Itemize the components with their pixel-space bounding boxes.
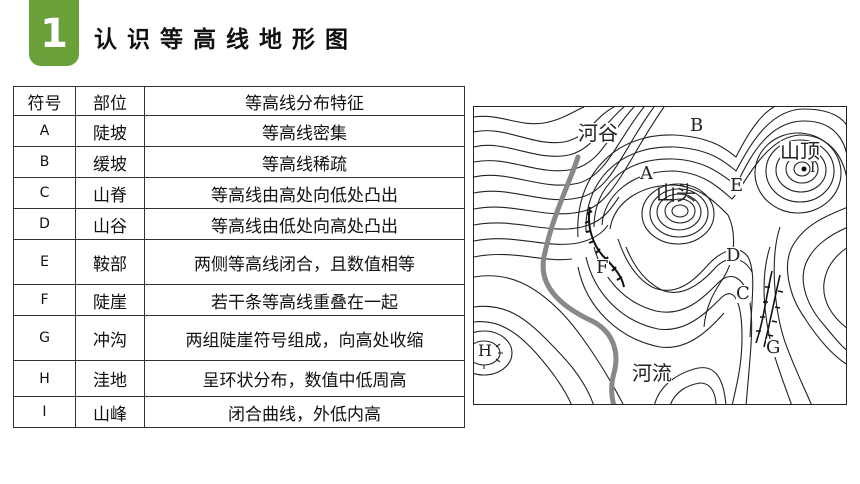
table-row: F 陡崖 若干条等高线重叠在一起 bbox=[13, 284, 465, 316]
row-part: 鞍部 bbox=[75, 239, 145, 285]
label-d: D bbox=[726, 245, 741, 266]
row-symbol: E bbox=[13, 239, 76, 285]
table-row: H 洼地 呈环状分布，数值中低周高 bbox=[13, 360, 465, 397]
header-part: 部位 bbox=[75, 86, 145, 116]
section-number: 1 bbox=[40, 11, 68, 57]
table-row: G 冲沟 两组陡崖符号组成，向高处收缩 bbox=[13, 315, 465, 361]
row-part: 陡坡 bbox=[75, 115, 145, 147]
contour-feature-table: 符号 部位 等高线分布特征 A 陡坡 等高线密集 B 缓坡 等高线稀疏 C 山脊… bbox=[13, 86, 465, 428]
river-line bbox=[540, 154, 619, 404]
table-header-row: 符号 部位 等高线分布特征 bbox=[13, 86, 465, 116]
row-feature: 两侧等高线闭合，且数值相等 bbox=[144, 239, 465, 285]
label-i: I bbox=[810, 160, 816, 176]
row-part: 冲沟 bbox=[75, 315, 145, 361]
row-part: 山脊 bbox=[75, 177, 145, 209]
row-symbol: B bbox=[13, 146, 76, 178]
label-h: H bbox=[478, 341, 492, 360]
label-mountain-top: 山顶 bbox=[780, 139, 820, 163]
contour-lines bbox=[474, 107, 846, 404]
label-river-valley: 河谷 bbox=[578, 121, 618, 145]
row-part: 陡崖 bbox=[75, 284, 145, 316]
row-feature: 闭合曲线，外低内高 bbox=[144, 396, 465, 428]
table-row: D 山谷 等高线由低处向高处凸出 bbox=[13, 208, 465, 240]
contour-map-drawing bbox=[474, 107, 846, 404]
label-g: G bbox=[766, 337, 781, 358]
row-part: 山谷 bbox=[75, 208, 145, 240]
label-e: E bbox=[730, 175, 744, 196]
row-feature: 呈环状分布，数值中低周高 bbox=[144, 360, 465, 397]
contour-map: 河谷 B 山顶 I A 山头 E D F C G H 河流 bbox=[473, 106, 847, 405]
row-feature: 等高线稀疏 bbox=[144, 146, 465, 178]
label-c: C bbox=[736, 283, 750, 304]
label-b: B bbox=[690, 115, 704, 136]
row-symbol: I bbox=[13, 396, 76, 428]
row-symbol: G bbox=[13, 315, 76, 361]
row-feature: 若干条等高线重叠在一起 bbox=[144, 284, 465, 316]
header-feature: 等高线分布特征 bbox=[144, 86, 465, 116]
label-hill-top: 山头 bbox=[656, 181, 696, 205]
table-row: A 陡坡 等高线密集 bbox=[13, 115, 465, 147]
row-feature: 等高线密集 bbox=[144, 115, 465, 147]
depression-rings bbox=[474, 330, 513, 376]
row-symbol: H bbox=[13, 360, 76, 397]
row-symbol: D bbox=[13, 208, 76, 240]
gully-symbol bbox=[755, 270, 784, 348]
table-row: I 山峰 闭合曲线，外低内高 bbox=[13, 396, 465, 428]
row-part: 缓坡 bbox=[75, 146, 145, 178]
row-symbol: A bbox=[13, 115, 76, 147]
table-row: E 鞍部 两侧等高线闭合，且数值相等 bbox=[13, 239, 465, 285]
row-feature: 等高线由低处向高处凸出 bbox=[144, 208, 465, 240]
row-feature: 两组陡崖符号组成，向高处收缩 bbox=[144, 315, 465, 361]
table-row: C 山脊 等高线由高处向低处凸出 bbox=[13, 177, 465, 209]
row-symbol: C bbox=[13, 177, 76, 209]
peak-dot bbox=[801, 166, 807, 172]
section-title: 认识等高线地形图 bbox=[94, 27, 358, 53]
section-number-badge: 1 bbox=[29, 0, 79, 66]
label-a: A bbox=[640, 163, 653, 184]
row-part: 洼地 bbox=[75, 360, 145, 397]
header-symbol: 符号 bbox=[13, 86, 76, 116]
label-f: F bbox=[596, 257, 609, 278]
label-river: 河流 bbox=[632, 361, 672, 385]
row-symbol: F bbox=[13, 284, 76, 316]
table-row: B 缓坡 等高线稀疏 bbox=[13, 146, 465, 178]
row-part: 山峰 bbox=[75, 396, 145, 428]
row-feature: 等高线由高处向低处凸出 bbox=[144, 177, 465, 209]
